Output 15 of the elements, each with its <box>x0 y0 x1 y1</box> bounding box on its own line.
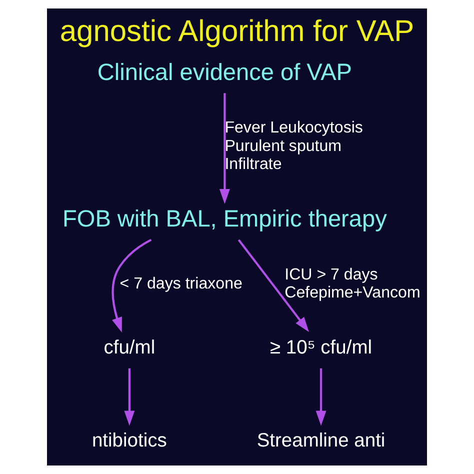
node-text: FOB with BAL, Empiric therapy <box>62 205 387 232</box>
node-text: cfu/ml <box>104 338 156 359</box>
arrow <box>124 368 135 426</box>
diagram-title: agnostic Algorithm for VAP <box>60 15 414 48</box>
node-text: ntibiotics <box>92 430 167 452</box>
arrow <box>219 93 230 204</box>
edge-label: Fever Leukocytosis Purulent sputum Infiltrate <box>224 118 363 174</box>
arrow <box>316 368 326 426</box>
arrow <box>238 239 309 332</box>
edge-label: ICU > 7 days Cefepime+Vancom <box>284 265 420 302</box>
edge-label: < 7 days triaxone <box>120 274 242 292</box>
node-text: Clinical evidence of VAP <box>97 58 352 85</box>
node-text: ≥ 10⁵ cfu/ml <box>270 338 372 359</box>
arrow <box>112 238 152 332</box>
node-text: Streamline anti <box>256 430 386 452</box>
